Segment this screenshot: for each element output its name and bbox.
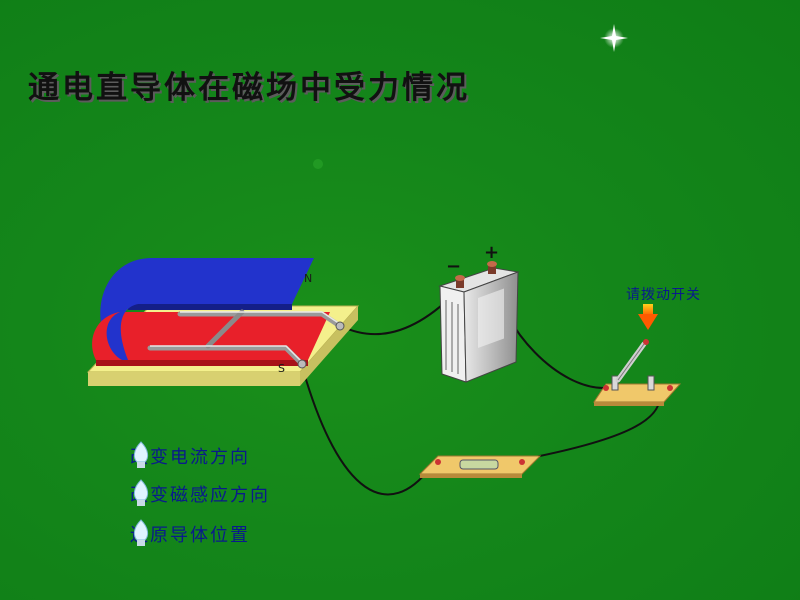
resistor-apparatus bbox=[418, 455, 542, 478]
battery-terminal-negative bbox=[455, 275, 465, 288]
bulb-icon bbox=[133, 519, 149, 546]
wire-resistor-to-magnet bbox=[301, 365, 431, 496]
decor-dot bbox=[313, 159, 323, 169]
bulb-icon bbox=[133, 441, 149, 468]
magnet-bend bbox=[100, 258, 150, 360]
sparkle-icon bbox=[600, 24, 628, 52]
menu-label: 改变磁感应方向 bbox=[130, 485, 270, 506]
magnet-apparatus bbox=[86, 258, 360, 386]
change-current-direction-button[interactable]: 改变电流方向 bbox=[130, 440, 250, 472]
battery-body bbox=[439, 285, 467, 383]
down-arrow-icon bbox=[638, 304, 658, 330]
reset-conductor-button[interactable]: 还原导体位置 bbox=[130, 518, 250, 550]
switch-hint: 请拨动开关 bbox=[626, 287, 701, 303]
magnet-south-arm bbox=[96, 312, 330, 360]
south-pole-label: S bbox=[278, 362, 285, 375]
battery-negative-label: − bbox=[446, 256, 462, 277]
terminal-bottom bbox=[297, 359, 307, 369]
terminal-top bbox=[335, 321, 345, 331]
change-field-direction-button[interactable]: 改变磁感应方向 bbox=[130, 478, 270, 510]
magnet-north-arm bbox=[128, 258, 314, 304]
menu-label: 改变电流方向 bbox=[130, 447, 250, 468]
battery bbox=[438, 261, 520, 383]
page-title: 通电直导体在磁场中受力情况 bbox=[28, 70, 470, 106]
battery-terminal-positive bbox=[487, 261, 497, 274]
bulb-icon bbox=[133, 479, 149, 506]
battery-positive-label: + bbox=[484, 242, 500, 263]
resistor bbox=[459, 459, 499, 470]
north-pole-label: N bbox=[304, 272, 313, 285]
menu-label: 还原导体位置 bbox=[130, 525, 250, 546]
switch-apparatus[interactable] bbox=[593, 339, 682, 406]
